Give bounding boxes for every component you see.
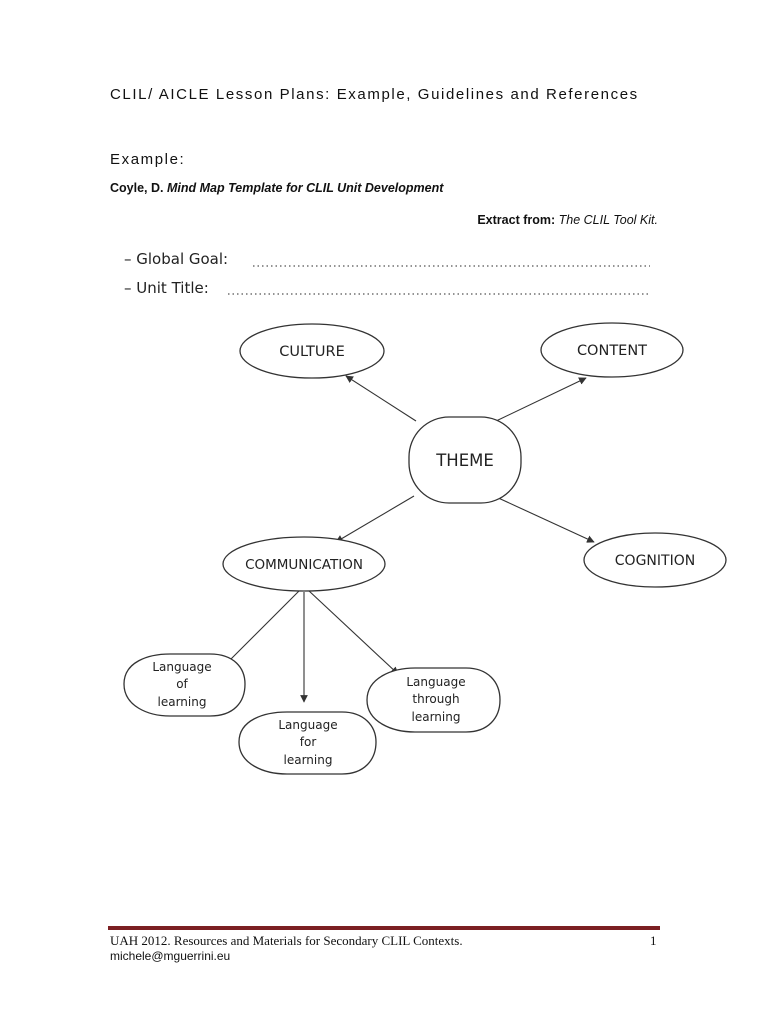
document-title: CLIL/ AICLE Lesson Plans: Example, Guide… [110,86,639,103]
culture-node [239,323,385,379]
connector-comm-language-of [221,589,301,669]
language-of-line-3: learning [158,695,207,709]
language-through-learning-node [366,667,501,733]
connector-theme-culture [345,375,417,422]
language-of-line-2: of [176,677,188,691]
theme-label: THEME [435,451,494,470]
cognition-label: COGNITION [615,553,695,569]
language-through-line-1: Language [406,675,465,689]
language-for-line-1: Language [278,718,337,732]
connector-theme-cognition [493,495,595,543]
language-for-line-3: learning [284,753,333,767]
footer-email: michele@mguerrini.eu [110,949,231,963]
connector-theme-content [493,377,587,423]
page-number: 1 [650,933,657,948]
communication-node [222,536,386,592]
content-node [540,322,684,378]
language-through-line-3: learning [412,710,461,724]
cognition-node [583,532,727,588]
footer-text: UAH 2012. Resources and Materials for Se… [110,933,463,948]
communication-label: COMMUNICATION [245,557,363,573]
mind-map-diagram: – Global Goal: – Unit Title: [108,240,764,788]
language-of-learning-node [123,653,246,717]
extract-note: Extract from: The CLIL Tool Kit. [477,213,658,227]
citation-author: Coyle, D. [110,181,164,195]
citation-work: Mind Map Template for CLIL Unit Developm… [166,181,444,195]
section-label: Example: [110,151,186,168]
language-of-line-1: Language [152,660,211,674]
global-goal-label: – Global Goal: [124,250,228,268]
culture-label: CULTURE [279,344,345,360]
connector-theme-communication [335,495,415,543]
footer-rule [108,926,660,930]
content-label: CONTENT [577,343,647,359]
extract-prefix: Extract from: [477,213,556,227]
language-for-learning-node [238,711,377,775]
unit-title-label: – Unit Title: [124,279,209,297]
theme-node [408,416,522,504]
connector-comm-language-through [307,589,399,675]
extract-source: The CLIL Tool Kit. [558,213,658,227]
language-through-line-2: through [412,692,459,706]
language-for-line-2: for [300,735,317,749]
citation: Coyle, D. Mind Map Template for CLIL Uni… [110,181,443,195]
